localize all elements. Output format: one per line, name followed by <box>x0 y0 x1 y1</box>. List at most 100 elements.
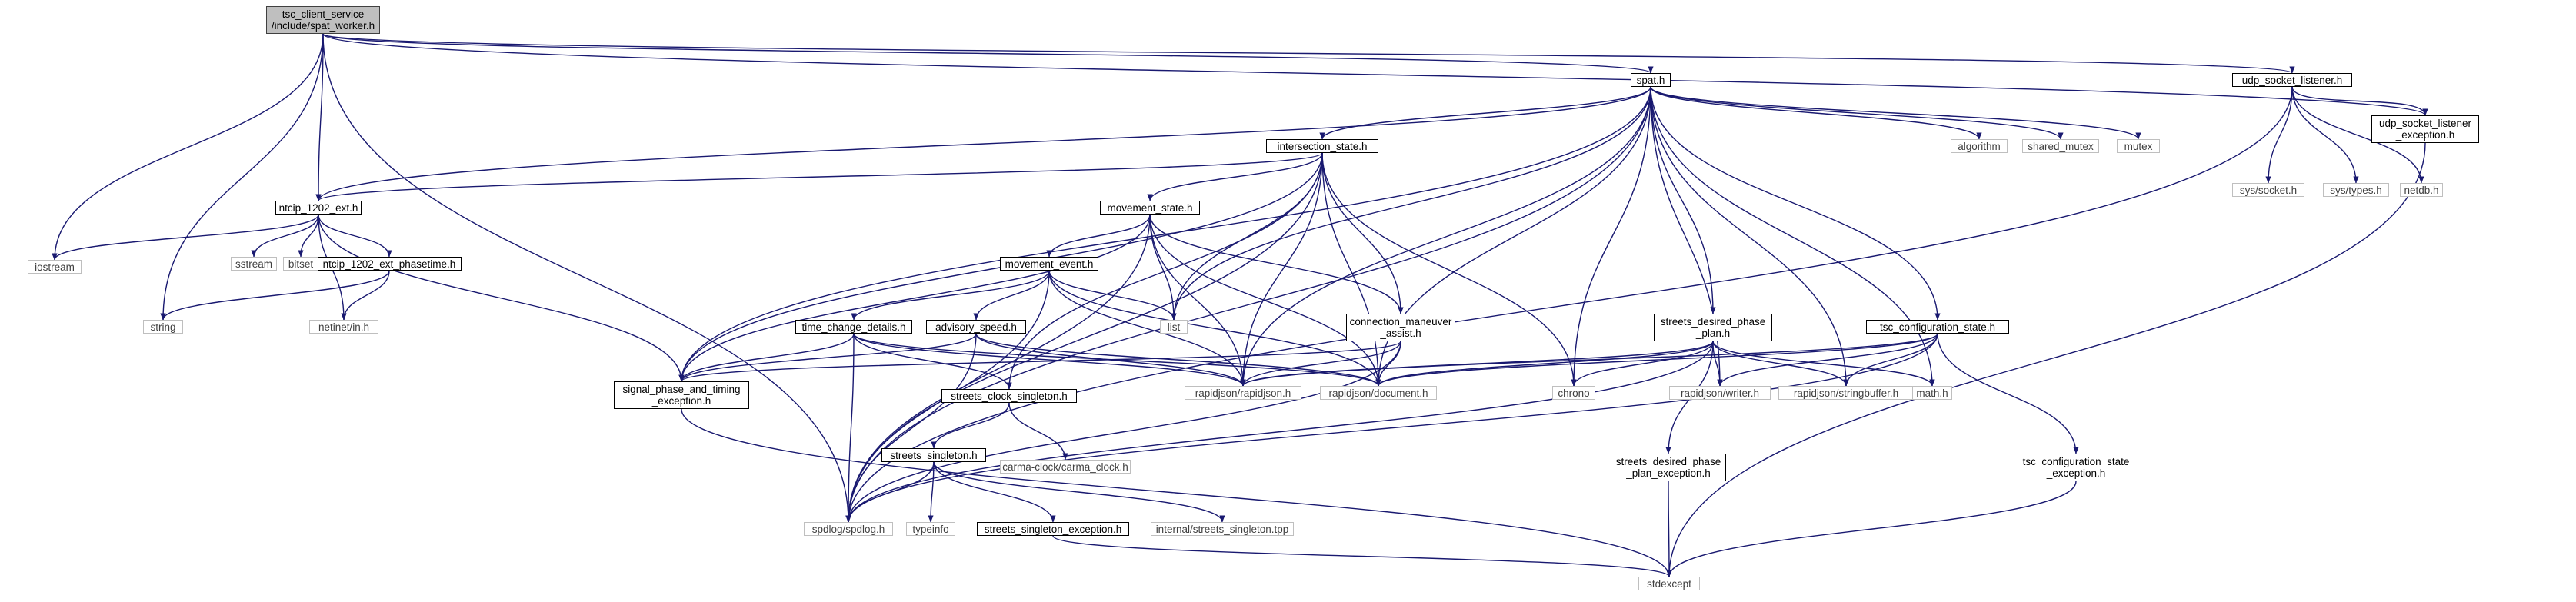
edge-ntcip-1202-ext-to-bitset <box>298 214 319 258</box>
node-rapidjson-stringbuffer: rapidjson/stringbuffer.h <box>1778 386 1914 400</box>
node-intersection-state[interactable]: intersection_state.h <box>1266 139 1378 153</box>
edge-ntcip-1202-ext-to-iostream <box>52 214 319 261</box>
edge-spat-to-spdlog <box>845 86 1651 523</box>
edge-spat-worker-to-string <box>160 33 324 321</box>
node-label-line: rapidjson/rapidjson.h <box>1195 387 1291 399</box>
node-sstream: sstream <box>231 257 277 271</box>
node-label-line: streets_singleton.h <box>890 449 978 461</box>
node-tsc-configuration-state-exception[interactable]: tsc_configuration_state_exception.h <box>2008 454 2144 481</box>
node-streets-singleton-exception[interactable]: streets_singleton_exception.h <box>977 522 1129 536</box>
edge-spat-worker-to-spdlog <box>322 33 851 523</box>
node-typeinfo: typeinfo <box>906 522 955 536</box>
node-label-line: tsc_client_service <box>282 8 365 20</box>
edge-spat-worker-to-spat <box>322 33 1654 74</box>
edge-udp-socket-listener-to-sys-types <box>2291 86 2359 184</box>
edge-streets-desired-phase-plan-to-chrono <box>1571 341 1714 387</box>
edge-ntcip-1202-ext-to-signal-phase-and-timing-exception <box>318 214 685 382</box>
edge-connection-maneuver-assist-to-spdlog <box>845 341 1401 523</box>
node-label-line: math.h <box>1916 387 1948 399</box>
node-streets-desired-phase-plan[interactable]: streets_desired_phase_plan.h <box>1654 314 1772 341</box>
edge-streets-singleton-exception-to-stdexcept <box>1052 535 1672 577</box>
edge-tsc-configuration-state-to-spdlog <box>845 333 1938 523</box>
edge-movement-event-to-time-change-details <box>851 270 1050 321</box>
node-label-line: connection_maneuver <box>1349 316 1452 328</box>
edge-tsc-configuration-state-to-tsc-configuration-state-exception <box>1937 333 2079 454</box>
node-label-line: netdb.h <box>2404 184 2439 196</box>
node-time-change-details[interactable]: time_change_details.h <box>795 320 912 334</box>
node-label-line: _plan.h <box>1695 328 1731 339</box>
edge-ntcip-1202-ext-to-ntcip-1202-ext-phasetime <box>318 214 392 258</box>
edge-spat-to-ntcip-1202-ext <box>315 86 1651 201</box>
edge-tsc-configuration-state-to-rapidjson-stringbuffer <box>1843 333 1938 387</box>
edge-streets-clock-singleton-to-streets-singleton <box>931 402 1010 449</box>
node-label-line: tsc_configuration_state <box>2022 456 2130 467</box>
node-rapidjson-rapidjson: rapidjson/rapidjson.h <box>1185 386 1301 400</box>
node-signal-phase-and-timing-exception[interactable]: signal_phase_and_timing_exception.h <box>614 381 749 409</box>
node-ntcip-1202-ext-phasetime[interactable]: ntcip_1202_ext_phasetime.h <box>317 257 462 271</box>
node-spat[interactable]: spat.h <box>1631 73 1671 87</box>
node-rapidjson-writer: rapidjson/writer.h <box>1669 386 1771 400</box>
node-label-line: streets_desired_phase <box>1660 316 1766 328</box>
node-movement-event[interactable]: movement_event.h <box>1000 257 1098 271</box>
node-advisory-speed[interactable]: advisory_speed.h <box>926 320 1026 334</box>
edge-ntcip-1202-ext-to-sstream <box>251 214 319 258</box>
node-label-line: sys/socket.h <box>2239 184 2298 196</box>
node-label-line: signal_phase_and_timing <box>622 384 741 395</box>
edge-time-change-details-to-spdlog <box>845 333 855 523</box>
node-label-line: udp_socket_listener <box>2378 118 2472 129</box>
node-label-line: netinet/in.h <box>318 321 370 333</box>
edge-connection-maneuver-assist-to-rapidjson-rapidjson <box>1240 341 1401 387</box>
node-movement-state[interactable]: movement_state.h <box>1100 201 1200 215</box>
node-bitset: bitset <box>283 257 318 271</box>
node-mutex: mutex <box>2117 139 2160 153</box>
edge-movement-event-to-rapidjson-document <box>1048 270 1381 387</box>
edge-advisory-speed-to-spdlog <box>845 333 977 523</box>
node-streets-clock-singleton[interactable]: streets_clock_singleton.h <box>941 389 1077 403</box>
node-streets-desired-phase-plan-exception[interactable]: streets_desired_phase_plan_exception.h <box>1611 454 1726 481</box>
edge-time-change-details-to-signal-phase-and-timing-exception <box>678 333 855 382</box>
edge-movement-state-to-movement-event <box>1046 214 1151 258</box>
edge-movement-event-to-rapidjson-rapidjson <box>1048 270 1246 387</box>
edge-spat-to-rapidjson-rapidjson <box>1240 86 1651 387</box>
node-label-line: ntcip_1202_ext_phasetime.h <box>322 258 456 270</box>
node-ntcip-1202-ext[interactable]: ntcip_1202_ext.h <box>275 201 362 215</box>
node-netinet-in: netinet/in.h <box>309 320 378 334</box>
node-label-line: spdlog/spdlog.h <box>811 523 885 535</box>
node-chrono: chrono <box>1552 386 1595 400</box>
node-tsc-configuration-state[interactable]: tsc_configuration_state.h <box>1866 320 2009 334</box>
node-label-line: advisory_speed.h <box>935 321 1017 333</box>
edge-time-change-details-to-streets-clock-singleton <box>853 333 1012 390</box>
node-label-line: movement_event.h <box>1005 258 1094 270</box>
edge-spat-to-list <box>1171 86 1651 321</box>
node-label-line: sstream <box>235 258 272 270</box>
node-label-line: iostream <box>35 261 75 273</box>
edge-spat-to-shared-mutex <box>1650 86 2064 140</box>
node-label-line: _exception.h <box>651 395 711 407</box>
edge-layer <box>52 33 2428 577</box>
edge-udp-socket-listener-to-udp-socket-listener-exception <box>2291 86 2428 116</box>
node-label-line: _assist.h <box>1380 328 1421 339</box>
edge-intersection-state-to-chrono <box>1321 152 1577 387</box>
node-label-line: intersection_state.h <box>1277 140 1368 152</box>
node-udp-socket-listener[interactable]: udp_socket_listener.h <box>2232 73 2352 87</box>
edge-intersection-state-to-ntcip-1202-ext <box>315 152 1323 201</box>
edge-movement-event-to-list <box>1048 270 1177 321</box>
edge-movement-state-to-rapidjson-document <box>1149 214 1381 387</box>
node-connection-maneuver-assist[interactable]: connection_maneuver_assist.h <box>1346 314 1455 341</box>
node-spat-worker[interactable]: tsc_client_service/include/spat_worker.h <box>266 6 380 34</box>
edge-udp-socket-listener-to-netdb <box>2291 86 2424 184</box>
edge-movement-event-to-advisory-speed <box>973 270 1050 321</box>
node-label-line: _exception.h <box>2395 129 2455 141</box>
edge-intersection-state-to-streets-clock-singleton <box>1006 152 1323 390</box>
node-iostream: iostream <box>28 260 82 274</box>
node-streets-singleton[interactable]: streets_singleton.h <box>881 448 986 462</box>
node-label-line: internal/streets_singleton.tpp <box>1155 523 1289 535</box>
node-udp-socket-listener-exception[interactable]: udp_socket_listener_exception.h <box>2371 115 2479 143</box>
node-label-line: spat.h <box>1636 74 1665 86</box>
node-label-line: time_change_details.h <box>801 321 906 333</box>
node-netdb: netdb.h <box>2400 183 2443 197</box>
node-label-line: /include/spat_worker.h <box>271 20 375 32</box>
edge-tsc-configuration-state-exception-to-stdexcept <box>1666 481 2077 577</box>
node-label-line: stdexcept <box>1647 577 1691 590</box>
